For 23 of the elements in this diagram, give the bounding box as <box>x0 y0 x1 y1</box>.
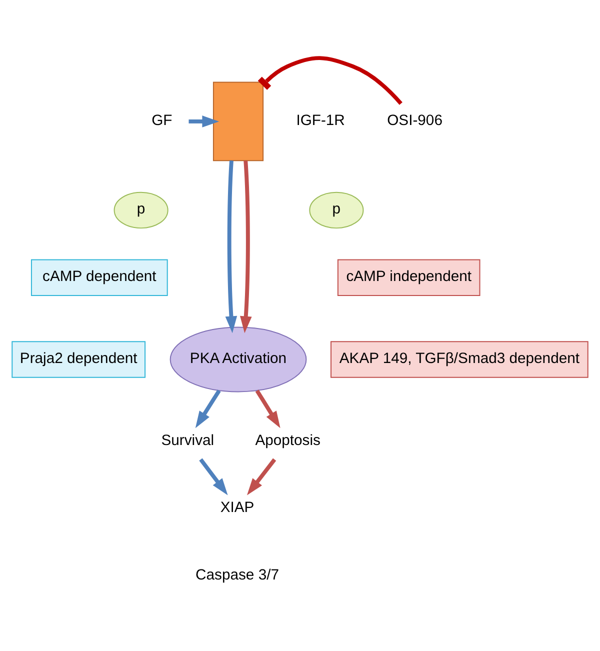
node-text: Apoptosis <box>255 432 320 448</box>
node-text: Caspase 3/7 <box>196 567 279 584</box>
node-text: Survival <box>161 432 214 448</box>
arrow <box>188 115 220 127</box>
arrow <box>255 389 280 428</box>
node-box: cAMP dependent <box>30 258 168 296</box>
node-ellipse: PKA Activation <box>170 326 307 392</box>
arrow <box>195 389 221 428</box>
node-box: AKAP 149, TGFβ/Smad3 dependent <box>330 340 588 378</box>
node-text: GF <box>152 112 172 128</box>
node-box: cAMP independent <box>337 258 480 296</box>
node-text: XIAP <box>220 500 254 516</box>
arrow <box>225 160 238 333</box>
node-ellipse: p <box>309 191 364 228</box>
node-text: OSI-906 <box>387 112 442 128</box>
arrow <box>246 458 276 495</box>
node-bar <box>212 81 264 161</box>
node-label: IGF-1R <box>296 112 345 128</box>
connector <box>258 56 402 104</box>
arrow <box>199 458 228 495</box>
node-ellipse: p <box>114 191 168 228</box>
arrow <box>240 160 252 333</box>
node-box: Praja2 dependent <box>12 340 146 378</box>
